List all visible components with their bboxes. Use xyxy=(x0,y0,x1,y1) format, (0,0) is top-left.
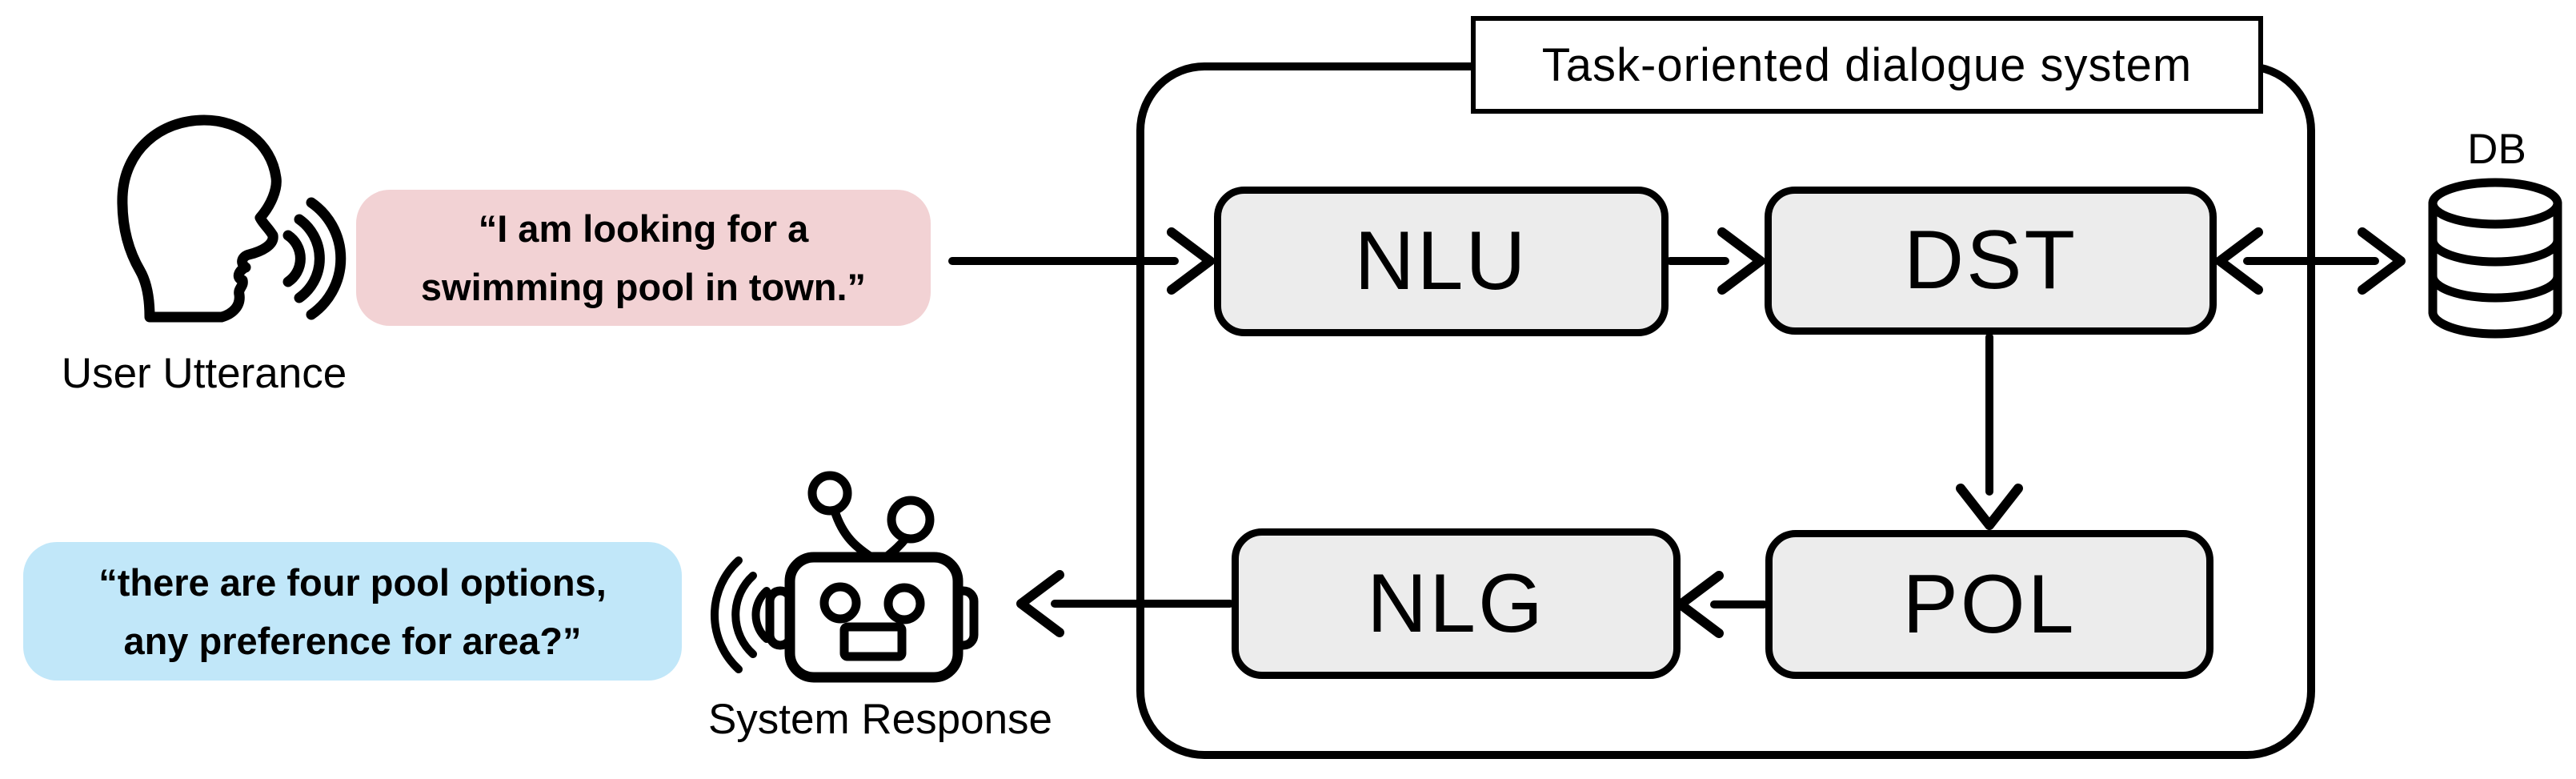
nlu-label: NLU xyxy=(1354,215,1528,307)
db-top-ellipse xyxy=(2428,178,2562,229)
database-icon xyxy=(2428,178,2562,339)
system-response-line2: any preference for area?” xyxy=(123,619,582,662)
pol-label: POL xyxy=(1902,557,2077,651)
robot-antenna-right-tip xyxy=(887,496,935,544)
db-seam-2 xyxy=(2428,271,2562,303)
robot-antenna-left-stem xyxy=(830,506,879,564)
dst-label: DST xyxy=(1904,214,2077,307)
robot-wave-1 xyxy=(751,587,771,643)
diagram-title: Task-oriented dialogue system xyxy=(1541,38,2193,91)
diagram-title-box: Task-oriented dialogue system xyxy=(1471,16,2263,114)
system-response-line1: “there are four pool options, xyxy=(98,560,607,604)
robot-mouth xyxy=(839,622,907,661)
user-utterance-line2: swimming pool in town.” xyxy=(420,266,867,308)
nlu-module-box: NLU xyxy=(1214,187,1669,336)
user-utterance-line1: “I am looking for a xyxy=(478,207,809,250)
head-profile-outline xyxy=(117,114,282,323)
robot-eye-left xyxy=(819,582,861,624)
robot-wave-3 xyxy=(710,556,743,673)
system-response-caption: System Response xyxy=(707,696,1053,743)
dst-module-box: DST xyxy=(1765,187,2217,335)
db-seam-1 xyxy=(2428,235,2562,267)
db-bottom-arc xyxy=(2428,307,2562,339)
db-caption: DB xyxy=(2467,126,2526,173)
robot-icon xyxy=(710,471,979,683)
nlg-module-box: NLG xyxy=(1232,528,1681,679)
nlg-label: NLG xyxy=(1367,556,1545,650)
speech-wave-2 xyxy=(294,214,325,303)
user-utterance-bubble: “I am looking for a swimming pool in tow… xyxy=(356,190,931,326)
user-utterance-caption: User Utterance xyxy=(61,350,347,397)
robot-antenna-left-tip xyxy=(807,471,852,516)
arrowhead-dst-to-db xyxy=(2358,227,2406,295)
user-head-icon xyxy=(117,114,347,323)
arrowhead-nlg-to-robot xyxy=(1016,570,1064,637)
speech-wave-1 xyxy=(282,230,306,287)
robot-eye-right xyxy=(883,583,925,624)
pol-module-box: POL xyxy=(1765,530,2213,679)
robot-wave-2 xyxy=(731,572,757,658)
speech-wave-3 xyxy=(306,197,347,320)
system-response-bubble: “there are four pool options, any prefer… xyxy=(23,542,682,681)
